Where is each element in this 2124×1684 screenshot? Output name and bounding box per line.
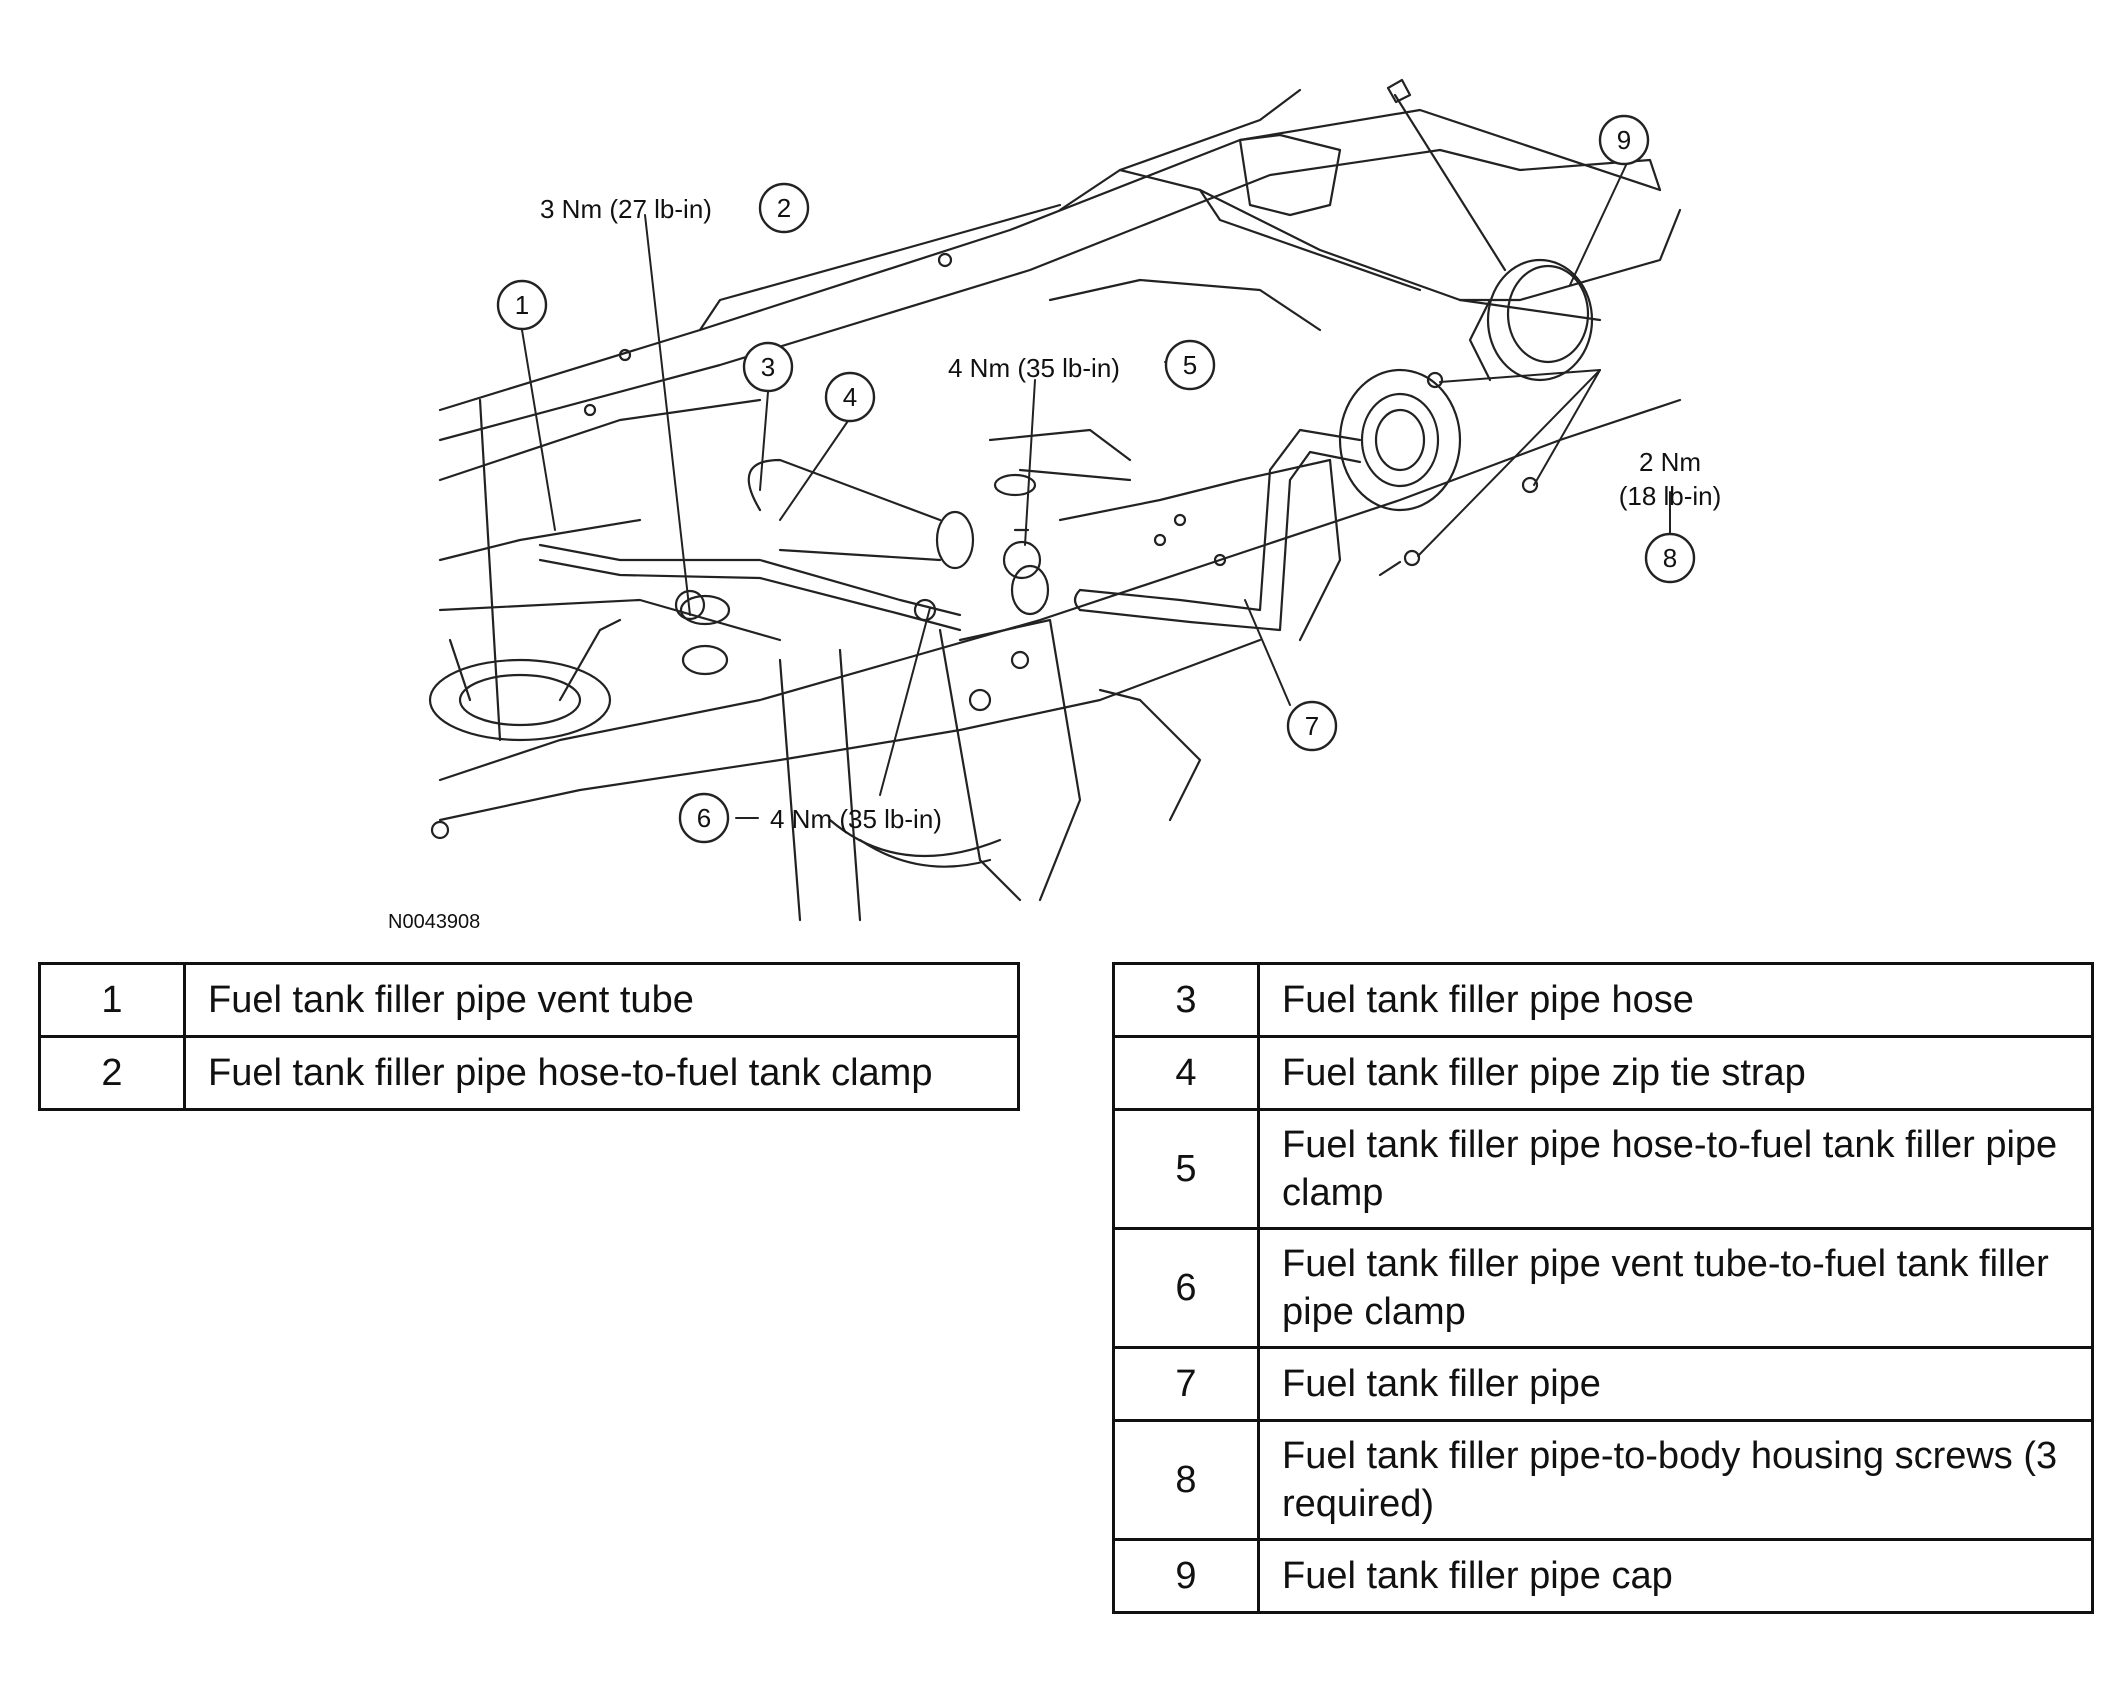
exploded-view-diagram: 1 2 3 4 5 6 7 8 9 3 Nm (27 lb-in) 4 Nm (…	[388, 78, 1721, 933]
table-row: 6 Fuel tank filler pipe vent tube-to-fue…	[1112, 1227, 2094, 1349]
callout-9-circle	[1598, 114, 1650, 166]
callout-7-circle	[1286, 700, 1338, 752]
callout-5-circle	[1164, 339, 1216, 391]
callout-7-number: 7	[1305, 711, 1319, 741]
callout-1-circle	[496, 279, 548, 331]
legend-desc: Fuel tank filler pipe hose	[1257, 962, 2094, 1038]
legend-num: 4	[1112, 1035, 1260, 1111]
callout-8-circle	[1644, 532, 1696, 584]
callout-9-number: 9	[1617, 125, 1631, 155]
callout-1-number: 1	[515, 290, 529, 320]
legend-table-right: 3 Fuel tank filler pipe hose 4 Fuel tank…	[1112, 962, 2094, 1614]
callout-4-number: 4	[843, 382, 857, 412]
legend-desc: Fuel tank filler pipe hose-to-fuel tank …	[183, 1035, 1020, 1111]
legend-num: 9	[1112, 1538, 1260, 1614]
callout-6-circle	[678, 792, 730, 844]
torque-label-6: 4 Nm (35 lb-in)	[770, 804, 942, 834]
legend-desc: Fuel tank filler pipe hose-to-fuel tank …	[1257, 1108, 2094, 1230]
callout-2-number: 2	[777, 193, 791, 223]
callout-8-number: 8	[1663, 543, 1677, 573]
legend-num: 3	[1112, 962, 1260, 1038]
torque-label-8-line2: (18 lb-in)	[1619, 481, 1722, 511]
legend-desc: Fuel tank filler pipe vent tube-to-fuel …	[1257, 1227, 2094, 1349]
callout-3-number: 3	[761, 352, 775, 382]
legend-num: 1	[38, 962, 186, 1038]
table-row: 7 Fuel tank filler pipe	[1112, 1346, 2094, 1422]
table-row: 9 Fuel tank filler pipe cap	[1112, 1538, 2094, 1614]
callout-6-number: 6	[697, 803, 711, 833]
legend-table-left: 1 Fuel tank filler pipe vent tube 2 Fuel…	[38, 962, 1020, 1111]
leader-lines	[521, 147, 1671, 819]
legend-num: 5	[1112, 1108, 1260, 1230]
torque-label-8-line1: 2 Nm	[1639, 447, 1701, 477]
callout-4-circle	[824, 371, 876, 423]
figure-id: N0043908	[388, 911, 480, 933]
legend-num: 2	[38, 1035, 186, 1111]
callout-numbers: 1 2 3 4 5 6 7 8 9	[515, 125, 1677, 833]
legend-num: 6	[1112, 1227, 1260, 1349]
callout-3-circle	[742, 341, 794, 393]
legend-desc: Fuel tank filler pipe zip tie strap	[1257, 1035, 2094, 1111]
legend-desc: Fuel tank filler pipe vent tube	[183, 962, 1020, 1038]
legend-desc: Fuel tank filler pipe cap	[1257, 1538, 2094, 1614]
table-row: 2 Fuel tank filler pipe hose-to-fuel tan…	[38, 1035, 1020, 1111]
vehicle-underbody-drawing	[428, 78, 1682, 922]
legend-num: 8	[1112, 1419, 1260, 1541]
callout-5-number: 5	[1183, 350, 1197, 380]
table-row: 3 Fuel tank filler pipe hose	[1112, 962, 2094, 1038]
torque-label-2: 3 Nm (27 lb-in)	[540, 194, 712, 224]
callout-2-circle	[758, 182, 810, 234]
callout-circles	[496, 114, 1696, 844]
table-row: 1 Fuel tank filler pipe vent tube	[38, 962, 1020, 1038]
legend-num: 7	[1112, 1346, 1260, 1422]
torque-label-5: 4 Nm (35 lb-in)	[948, 353, 1120, 383]
legend-desc: Fuel tank filler pipe-to-body housing sc…	[1257, 1419, 2094, 1541]
table-row: 8 Fuel tank filler pipe-to-body housing …	[1112, 1419, 2094, 1541]
table-row: 4 Fuel tank filler pipe zip tie strap	[1112, 1035, 2094, 1111]
torque-labels: 3 Nm (27 lb-in) 4 Nm (35 lb-in) 4 Nm (35…	[540, 194, 1721, 834]
legend-desc: Fuel tank filler pipe	[1257, 1346, 2094, 1422]
table-row: 5 Fuel tank filler pipe hose-to-fuel tan…	[1112, 1108, 2094, 1230]
